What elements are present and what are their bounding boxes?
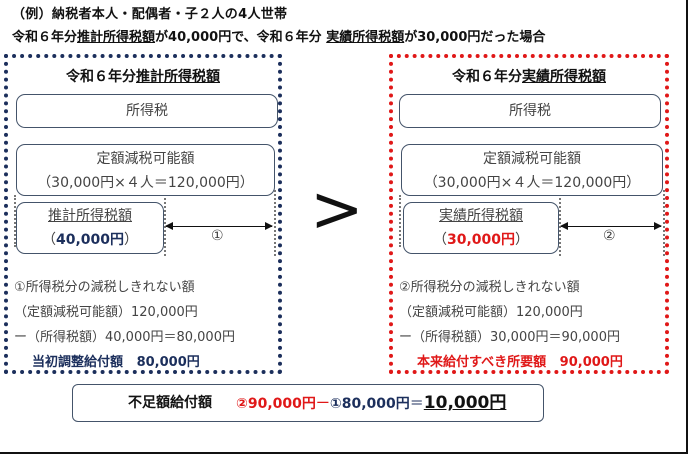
example-heading: （例）納税者本人・配偶者・子２人の4人世帯 (12, 7, 288, 22)
guide-line (14, 195, 16, 247)
scenario-text: が40,000円で、令和６年分 (155, 30, 327, 45)
estimated-tax-label: 推計所得税額 (48, 208, 132, 224)
estimated-tax-value: 40,000円 (55, 232, 125, 248)
shortfall-formula: ②90,000円ー①80,000円＝10,000円 (236, 385, 506, 422)
fixed-reduction-formula: （30,000円×４人＝120,000円） (37, 175, 254, 191)
panel-title-term: 実績所得税額 (522, 69, 606, 85)
minus-sign: ー (315, 396, 330, 412)
scenario-text: 令和６年分 (12, 30, 78, 45)
actual-tax-value: 30,000円 (446, 232, 516, 248)
income-tax-box: 所得税 (16, 94, 278, 128)
guide-line (399, 195, 401, 247)
fixed-reduction-box: 定額減税可能額 （30,000円×４人＝120,000円） (16, 144, 275, 196)
scenario-estimated-term: 推計所得税額 (77, 30, 156, 45)
scenario-heading: 令和６年分推計所得税額が40,000円で、令和６年分 実績所得税額が30,000… (12, 26, 545, 45)
actual-tax-panel: 令和６年分実績所得税額 所得税 定額減税可能額 （30,000円×４人＝120,… (389, 54, 669, 374)
shortfall-benefit-box: 不足額給付額 ②90,000円ー①80,000円＝10,000円 (72, 384, 544, 422)
initial-adjustment-benefit: 当初調整給付額 80,000円 (32, 351, 200, 370)
result-value: 80,000円 (136, 355, 200, 370)
estimated-tax-box: 推計所得税額 （40,000円） (16, 202, 164, 254)
shortfall-answer: 10,000円 (423, 393, 507, 413)
calc-line-3: ー（所得税額）40,000円＝80,000円 (14, 330, 235, 345)
income-tax-box: 所得税 (399, 94, 661, 128)
scenario-text: が30,000円だった場合 (404, 30, 546, 45)
term-2: ②90,000円 (236, 396, 316, 412)
fixed-reduction-label: 定額減税可能額 (483, 151, 581, 167)
fixed-reduction-label: 定額減税可能額 (96, 151, 195, 167)
marker-1: ① (211, 228, 224, 244)
actual-tax-box: 実績所得税額 （30,000円） (403, 202, 559, 254)
panel-title-prefix: 令和６年分 (66, 69, 136, 85)
guide-line (274, 190, 276, 256)
fixed-reduction-formula: （30,000円×４人＝120,000円） (423, 175, 641, 191)
guide-line (663, 190, 665, 256)
calc-line-1: ①所得税分の減税しきれない額 (14, 280, 195, 295)
paren: （ (41, 232, 56, 248)
scenario-actual-term: 実績所得税額 (326, 30, 405, 45)
estimated-tax-panel: 令和６年分推計所得税額 所得税 定額減税可能額 （30,000円×４人＝120,… (4, 54, 282, 374)
marker-2: ② (603, 228, 616, 244)
double-arrow-icon (560, 222, 662, 230)
required-benefit-amount: 本来給付すべき所要額 90,000円 (417, 351, 623, 370)
result-label: 本来給付すべき所要額 (417, 355, 547, 370)
paren: ） (124, 232, 139, 248)
calc-line-3: ー（所得税額）30,000円＝90,000円 (399, 330, 620, 345)
equals-sign: ＝ (409, 396, 424, 412)
calc-line-2: （定額減税可能額）120,000円 (399, 305, 583, 320)
fixed-reduction-box: 定額減税可能額 （30,000円×４人＝120,000円） (401, 144, 663, 196)
double-arrow-icon (165, 222, 273, 230)
panel-title-term: 推計所得税額 (136, 69, 220, 85)
calc-line-2: （定額減税可能額）120,000円 (14, 305, 198, 320)
calc-line-1: ②所得税分の減税しきれない額 (399, 280, 580, 295)
shortfall-label: 不足額給付額 (128, 395, 212, 411)
panel-title-prefix: 令和６年分 (452, 69, 522, 85)
greater-than-symbol: > (310, 173, 364, 247)
result-value: 90,000円 (559, 355, 623, 370)
term-1: ①80,000円 (329, 396, 410, 412)
actual-tax-label: 実績所得税額 (439, 208, 523, 224)
panel-title: 令和６年分実績所得税額 (393, 66, 665, 86)
result-label: 当初調整給付額 (32, 355, 124, 370)
paren: ） (515, 232, 530, 248)
panel-title: 令和６年分推計所得税額 (8, 66, 278, 86)
paren: （ (432, 232, 447, 248)
